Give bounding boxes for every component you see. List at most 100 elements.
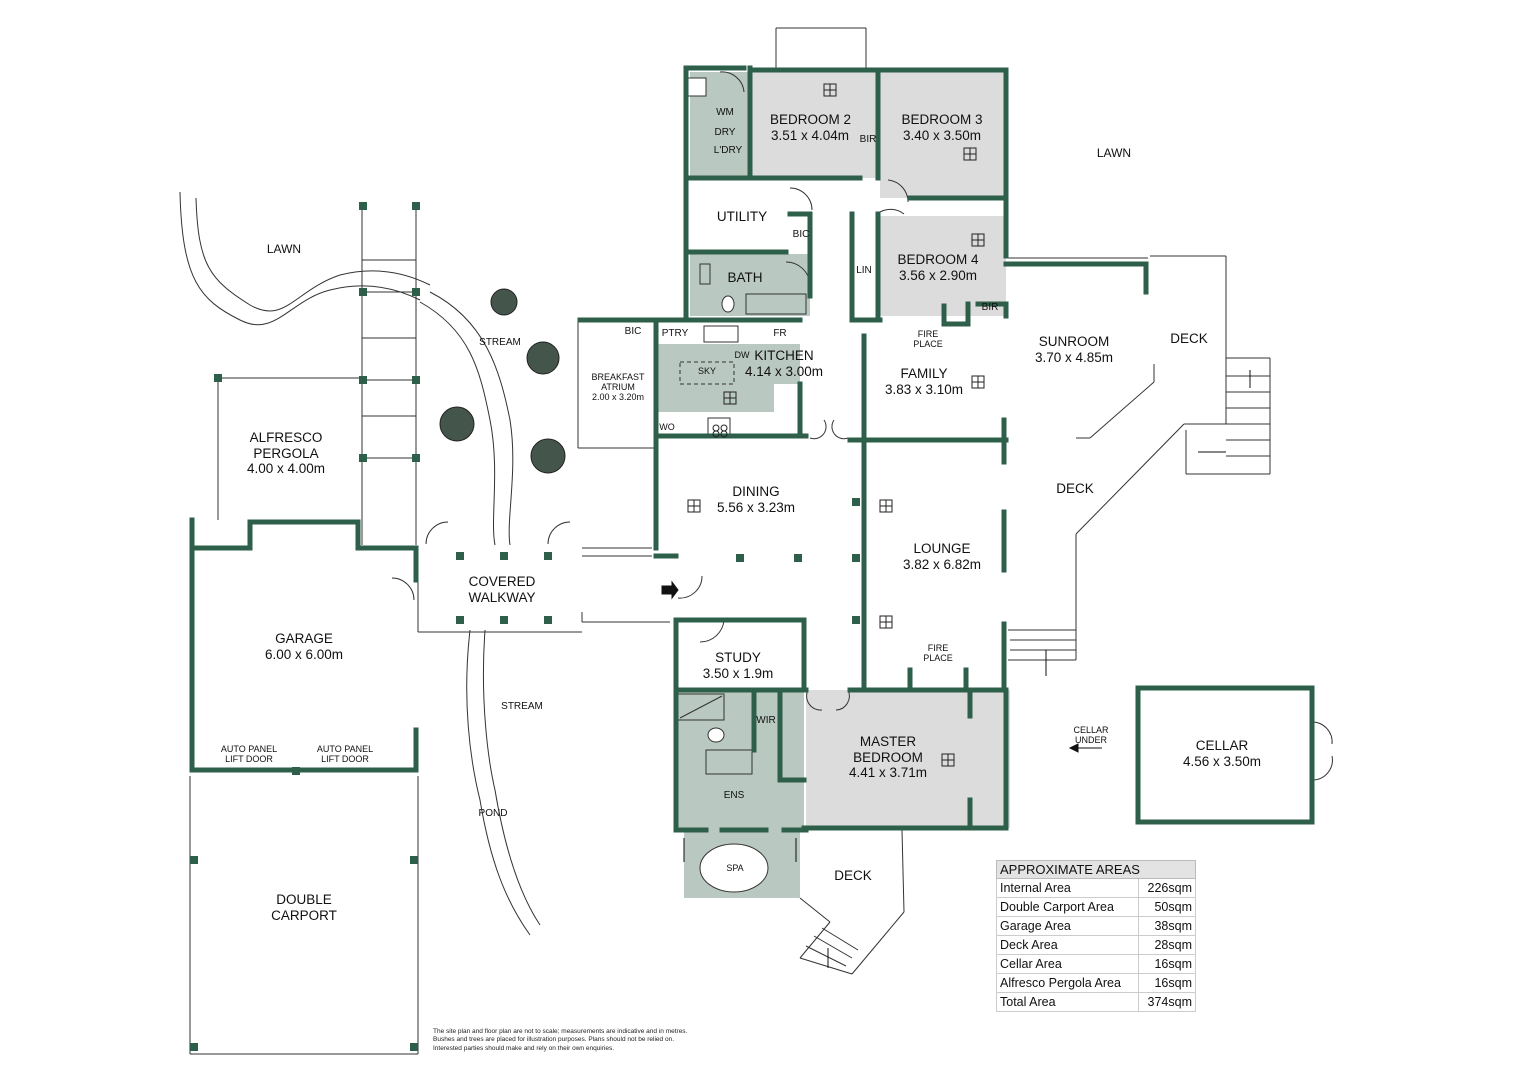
disclaimer-line-3: Interested parties should make and rely … <box>433 1044 615 1052</box>
bedroom-4-dims: 3.56 x 2.90m <box>898 267 978 283</box>
area-label: Cellar Area <box>996 954 1139 974</box>
area-label: Total Area <box>996 992 1139 1012</box>
deck-label-master: DECK <box>834 868 872 883</box>
family-name: FAMILY <box>900 366 948 381</box>
garage-name: GARAGE <box>275 631 333 646</box>
dining-label: DINING 5.56 x 3.23m <box>714 484 798 515</box>
area-value: 16sqm <box>1137 954 1197 974</box>
bedroom-2-name: BEDROOM 2 <box>770 112 852 127</box>
area-value: 38sqm <box>1137 916 1197 936</box>
alfresco-name-2: PERGOLA <box>253 445 319 461</box>
areas-title: APPROXIMATE AREAS <box>996 860 1196 879</box>
area-label: Garage Area <box>996 916 1139 936</box>
fridge-label: FR <box>773 328 787 339</box>
skylight-label: SKY <box>697 366 716 376</box>
bir-label-bedroom4: BIR <box>981 302 999 313</box>
double-carport-label: DOUBLE CARPORT <box>262 892 346 923</box>
area-label: Double Carport Area <box>996 897 1139 917</box>
carport-name-1: DOUBLE <box>276 892 332 907</box>
wir-label: WIR <box>756 715 776 726</box>
master-dims: 4.41 x 3.71m <box>848 765 928 781</box>
garage-dims: 6.00 x 6.00m <box>264 646 344 662</box>
trees <box>439 288 566 474</box>
lift-door-right-2: LIFT DOOR <box>321 753 369 764</box>
covered-walkway-label: COVERED WALKWAY <box>460 574 544 605</box>
sunroom-dims: 3.70 x 4.85m <box>1034 349 1114 365</box>
cellar-under-label: CELLAR UNDER <box>1068 725 1114 746</box>
disclaimer-line-2: Bushes and trees are placed for illustra… <box>433 1036 675 1044</box>
pantry-label: PTRY <box>661 328 689 339</box>
walls <box>189 65 1315 833</box>
study-label: STUDY 3.50 x 1.9m <box>696 650 780 681</box>
laundry-label: L'DRY <box>713 145 743 156</box>
alfresco-name-1: ALFRESCO <box>249 430 323 445</box>
lawn-label-left: LAWN <box>266 242 302 256</box>
deck-label-sunroom: DECK <box>1170 331 1208 346</box>
fireplace-label-family: FIRE PLACE <box>908 329 948 350</box>
dining-dims: 5.56 x 3.23m <box>716 499 796 515</box>
lounge-label: LOUNGE 3.82 x 6.82m <box>900 541 984 572</box>
lift-door-label-right: AUTO PANEL LIFT DOOR <box>312 744 378 765</box>
bic-label-utility: BIC <box>792 229 810 240</box>
stream-label-bottom: STREAM <box>501 701 543 712</box>
breakfast-name-2: ATRIUM <box>601 381 635 392</box>
area-label: Internal Area <box>996 878 1139 898</box>
area-value: 28sqm <box>1137 935 1197 955</box>
garage-label: GARAGE 6.00 x 6.00m <box>262 631 346 662</box>
master-bedroom-label: MASTER BEDROOM 4.41 x 3.71m <box>846 734 930 781</box>
alfresco-label: ALFRESCO PERGOLA 4.00 x 4.00m <box>244 430 328 477</box>
cellar-label: CELLAR 4.56 x 3.50m <box>1180 738 1264 769</box>
bedroom-3-label: BEDROOM 3 3.40 x 3.50m <box>900 112 984 143</box>
bir-label-bedroom2: BIR <box>859 134 877 145</box>
lounge-name: LOUNGE <box>913 541 971 556</box>
bedroom-3-dims: 3.40 x 3.50m <box>902 127 982 143</box>
bedroom-4-name: BEDROOM 4 <box>897 252 979 267</box>
bic-label-breakfast: BIC <box>624 326 642 337</box>
dishwasher-label: DW <box>734 350 750 360</box>
breakfast-dims: 2.00 x 3.20m <box>591 391 645 402</box>
pond-label: POND <box>478 808 508 819</box>
spa-label: SPA <box>726 863 744 873</box>
arrows <box>661 370 1251 968</box>
master-name-1: MASTER <box>859 734 917 749</box>
breakfast-name-1: BREAKFAST <box>591 372 645 382</box>
bedroom-3-name: BEDROOM 3 <box>901 112 983 127</box>
lin-label: LIN <box>856 265 872 276</box>
study-name: STUDY <box>715 650 761 665</box>
stream-label-top: STREAM <box>479 337 521 348</box>
posts <box>190 202 860 1051</box>
fireplace-lounge-2: PLACE <box>923 652 953 663</box>
fireplace-lounge-1: FIRE <box>927 643 949 653</box>
sunroom-label: SUNROOM 3.70 x 4.85m <box>1032 334 1116 365</box>
area-value: 50sqm <box>1137 897 1197 917</box>
breakfast-atrium-label: BREAKFAST ATRIUM 2.00 x 3.20m <box>588 372 648 403</box>
lounge-dims: 3.82 x 6.82m <box>902 556 982 572</box>
family-dims: 3.83 x 3.10m <box>884 381 964 397</box>
area-value: 374sqm <box>1137 992 1197 1012</box>
family-label: FAMILY 3.83 x 3.10m <box>884 366 964 397</box>
disclaimer: The site plan and floor plan are not to … <box>433 1028 733 1053</box>
wm-label: WM <box>716 107 734 118</box>
ensuite-label: ENS <box>723 790 745 801</box>
cellar-under-1: CELLAR <box>1073 725 1109 735</box>
bedroom-4-label: BEDROOM 4 3.56 x 2.90m <box>896 252 980 283</box>
kitchen-label: KITCHEN 4.14 x 3.00m <box>742 348 826 379</box>
area-value: 226sqm <box>1137 878 1197 898</box>
disclaimer-line-1: The site plan and floor plan are not to … <box>433 1028 688 1035</box>
utility-label: UTILITY <box>716 209 768 224</box>
bath-label: BATH <box>727 270 763 285</box>
bedroom-2-label: BEDROOM 2 3.51 x 4.04m <box>770 112 852 143</box>
bedroom-2-dims: 3.51 x 4.04m <box>770 127 850 143</box>
fireplace-family-2: PLACE <box>913 338 943 349</box>
skylight-icons <box>687 83 985 767</box>
kitchen-name: KITCHEN <box>754 348 814 363</box>
wall-oven-label: WO <box>659 422 675 432</box>
